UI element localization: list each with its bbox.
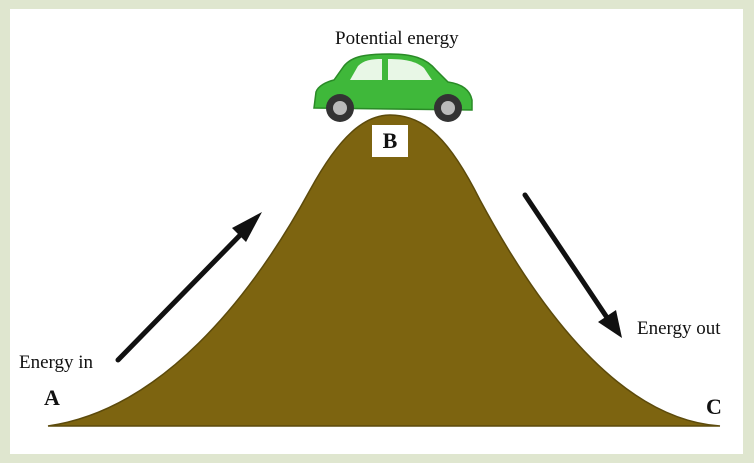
point-c-label: C xyxy=(706,394,722,420)
potential-energy-label: Potential energy xyxy=(335,28,459,50)
point-a-label: A xyxy=(44,385,60,411)
hill xyxy=(48,115,720,426)
point-b-label: B xyxy=(372,125,408,157)
energy-in-label: Energy in xyxy=(19,352,93,374)
energy-out-label: Energy out xyxy=(637,318,721,340)
car-icon xyxy=(314,54,472,122)
